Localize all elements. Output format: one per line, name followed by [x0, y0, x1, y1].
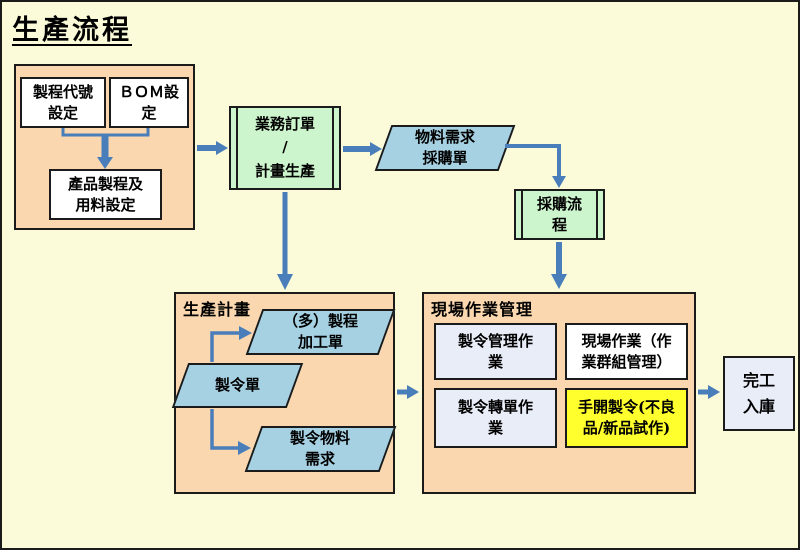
node-multi-process-work-order-label: （多）製程 加工單 [282, 312, 358, 351]
arrow-shopfloor-to-finishedgoods-head [708, 385, 720, 399]
node-manufacturing-order-label: 製令單 [214, 376, 260, 394]
node-finished-goods-warehousing: 完工 入庫 [723, 356, 795, 431]
arrow-productionplan-to-shopfloor-head [407, 385, 419, 399]
arrow-material-to-purchase-head [552, 176, 566, 188]
node-manual-mfg-order: 手開製令(不良 品/新品試作) [565, 388, 688, 448]
node-material-requisition: 物料需求 採購單 [374, 125, 516, 171]
node-site-operations-group-management: 現場作業（作 業群組管理） [565, 323, 688, 380]
node-manual-mfg-order-label: 手開製令(不良 品/新品試作) [577, 398, 676, 437]
node-finished-goods-warehousing-label: 完工 入庫 [742, 370, 775, 416]
node-mfg-order-management: 製令管理作 業 [434, 323, 557, 380]
node-mfg-order-transfer-label: 製令轉單作 業 [457, 398, 533, 437]
node-process-code-setting: 製程代號 設定 [20, 77, 106, 128]
node-bom-setting: ＢＯＭ設 定 [109, 77, 189, 128]
node-product-process-material-setting: 產品製程及 用料設定 [49, 169, 162, 220]
node-mfg-order-material-requirement: 製令物料 需求 [244, 426, 397, 472]
node-sales-order-planned-production: 業務訂單 / 計畫生產 [229, 106, 341, 190]
arrow-purchase-to-shopfloor-head [551, 274, 567, 289]
node-mfg-order-transfer: 製令轉單作 業 [434, 388, 557, 448]
page-title: 生產流程 [12, 15, 132, 46]
node-manufacturing-order: 製令單 [171, 363, 304, 408]
node-mfg-order-management-label: 製令管理作 業 [457, 331, 533, 371]
node-multi-process-work-order: （多）製程 加工單 [245, 309, 396, 355]
node-site-operations-group-management-label: 現場作業（作 業群組管理） [581, 331, 672, 371]
node-product-process-material-setting-label: 產品製程及 用料設定 [67, 174, 143, 214]
node-bom-setting-label: ＢＯＭ設 定 [118, 82, 179, 122]
section-shopfloor-management-label: 現場作業管理 [431, 300, 534, 319]
arrow-material-to-purchase-shaft [505, 144, 561, 177]
node-sales-order-planned-production-label: 業務訂單 / 計畫生產 [254, 115, 315, 180]
node-material-requisition-label: 物料需求 採購單 [414, 128, 475, 167]
node-purchase-flow-label: 採購流 程 [536, 194, 582, 234]
node-purchase-flow: 採購流 程 [514, 189, 605, 240]
node-mfg-order-material-requirement-label: 製令物料 需求 [290, 429, 351, 468]
arrow-orderplan-to-productionplan-head [277, 274, 293, 290]
node-process-code-setting-label: 製程代號 設定 [32, 82, 93, 122]
arrow-setup-to-orderplan-head [216, 141, 228, 155]
section-production-plan-label: 生產計畫 [183, 300, 252, 319]
